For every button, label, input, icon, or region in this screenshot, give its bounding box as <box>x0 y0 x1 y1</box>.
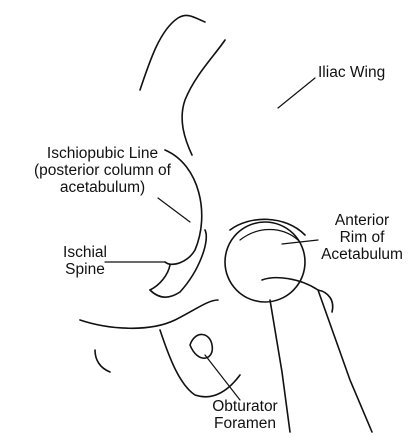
label-obturator-foramen-2: Foramen <box>200 415 290 432</box>
label-obturator-foramen: Obturator Foramen <box>200 398 290 432</box>
label-anterior-rim-3: Acetabulum <box>318 246 406 263</box>
ischium-outline <box>160 330 240 397</box>
label-ischiopubic-line-1: Ischiopubic Line <box>10 145 195 162</box>
leader-obturator <box>205 355 240 400</box>
label-ischial-spine-1: Ischial <box>55 244 115 261</box>
label-anterior-rim-2: Rim of <box>318 229 406 246</box>
ischial-spine-outline <box>150 265 170 290</box>
label-iliac-wing: Iliac Wing <box>318 64 385 81</box>
leader-iliac-wing <box>278 78 315 108</box>
iliac-wing-outline <box>140 15 225 155</box>
obturator-foramen <box>190 334 212 358</box>
label-ischial-spine: Ischial Spine <box>55 244 115 278</box>
label-anterior-rim-1: Anterior <box>318 212 406 229</box>
label-anterior-rim: Anterior Rim of Acetabulum <box>318 212 406 263</box>
label-ischial-spine-2: Spine <box>55 261 115 278</box>
leader-ischiopubic <box>158 198 190 222</box>
label-obturator-foramen-1: Obturator <box>200 398 290 415</box>
label-ischiopubic-line: Ischiopubic Line (posterior column of ac… <box>10 145 195 196</box>
label-ischiopubic-line-3: acetabulum) <box>10 179 195 196</box>
femoral-head <box>225 222 305 302</box>
label-ischiopubic-line-2: (posterior column of <box>10 162 195 179</box>
